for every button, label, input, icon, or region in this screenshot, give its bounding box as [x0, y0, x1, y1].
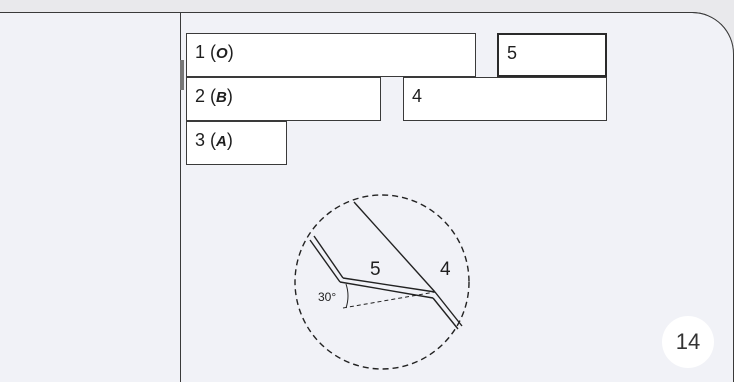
box-letter: B — [216, 89, 227, 106]
roof-line-outer — [313, 235, 344, 279]
edge-line-inner — [432, 297, 459, 330]
edge-line-outer — [434, 291, 463, 327]
roof-line-inner — [309, 239, 341, 283]
page-number: 14 — [675, 329, 701, 354]
page-number-badge: 14 — [662, 316, 714, 368]
diagram-label-4: 4 — [440, 259, 451, 280]
box-letter: O — [216, 45, 228, 62]
box-number: 5 — [507, 43, 518, 63]
label-box-3: 3 (A) — [186, 121, 287, 165]
angle-label: 30° — [318, 290, 336, 304]
label-box-5: 5 — [497, 33, 607, 77]
diagram-label-5: 5 — [370, 259, 381, 280]
label-box-2: 2 (B) — [186, 77, 381, 121]
angle-arc — [345, 283, 349, 309]
box-number: 4 — [412, 86, 423, 106]
box-number: 1 — [195, 42, 206, 62]
panel-line-upper — [342, 277, 436, 293]
box-number: 2 — [195, 86, 206, 106]
panel-line-lower — [339, 281, 434, 299]
spine-tab — [180, 60, 184, 90]
detail-circle-diagram: 5 4 30° — [294, 194, 470, 370]
dashed-detail-circle — [294, 194, 470, 370]
label-box-4: 4 — [403, 77, 607, 121]
angle-reference-line — [342, 291, 436, 309]
box-letter: A — [216, 133, 227, 150]
divider-line — [353, 201, 436, 293]
left-margin-column — [0, 12, 180, 382]
label-box-1: 1 (O) — [186, 33, 476, 77]
column-divider — [180, 12, 181, 382]
box-number: 3 — [195, 130, 206, 150]
